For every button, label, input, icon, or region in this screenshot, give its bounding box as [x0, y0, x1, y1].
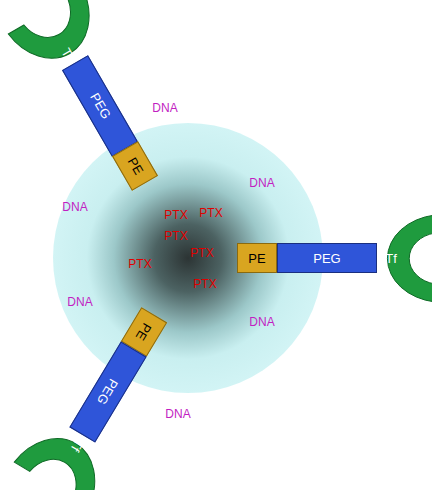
component-label: DNA [249, 177, 274, 189]
component-label: PTX [190, 247, 213, 259]
node-label: PEG [313, 252, 340, 265]
peg-chain: PEG [62, 55, 138, 157]
component-label: PTX [199, 207, 222, 219]
component-label: PTX [164, 209, 187, 221]
component-label: DNA [67, 296, 92, 308]
node-label: Tf [385, 252, 397, 265]
node-label: PE [125, 155, 145, 177]
node-label: PEG [88, 90, 113, 120]
component-label: PTX [193, 278, 216, 290]
component-label: PTX [164, 230, 187, 242]
component-label: PTX [128, 258, 151, 270]
transferrin-cup: Tf [377, 211, 432, 306]
node-label: PE [248, 252, 265, 265]
node-label: PE [134, 321, 154, 343]
component-label: DNA [62, 201, 87, 213]
node-label: PEG [95, 377, 120, 407]
component-label: DNA [165, 408, 190, 420]
cup-shape [4, 0, 116, 86]
transferrin-cup: Tf [4, 0, 116, 86]
component-label: DNA [249, 316, 274, 328]
pe-block: PE [237, 243, 277, 273]
component-label: DNA [152, 102, 177, 114]
peg-chain: PEG [277, 243, 377, 273]
